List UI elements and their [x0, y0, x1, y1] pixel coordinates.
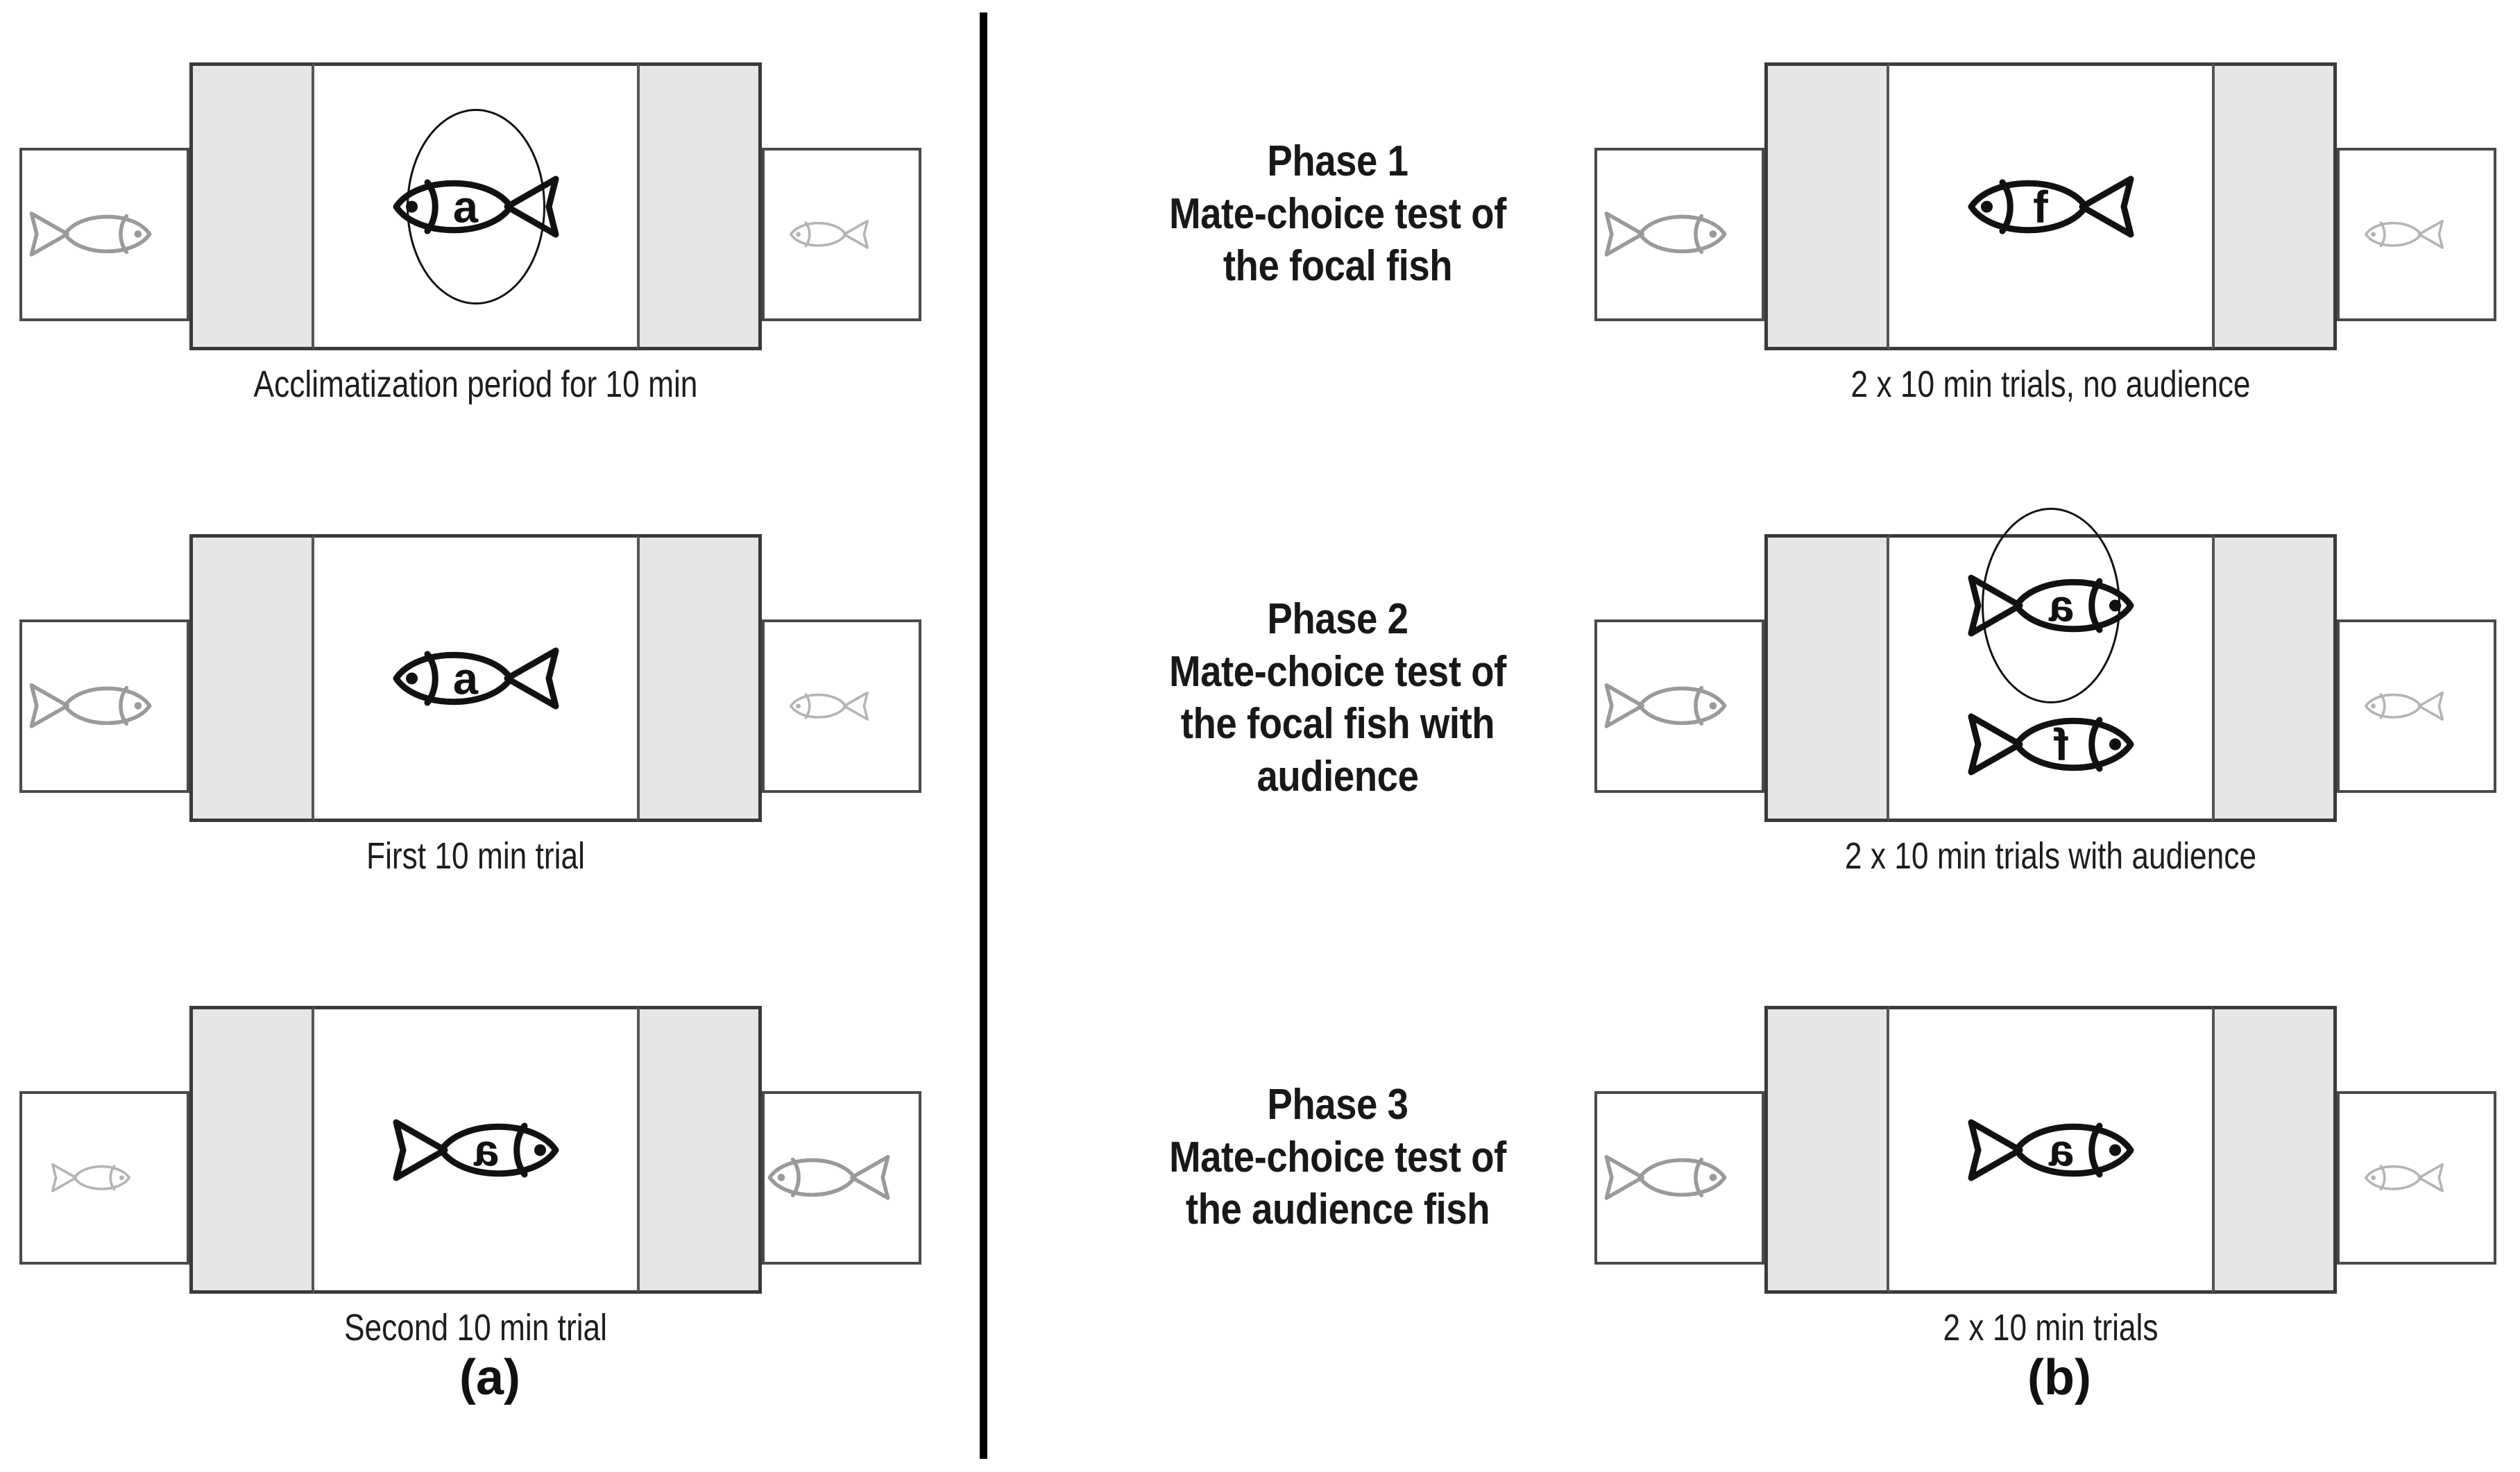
fish-label-a: a: [2048, 1124, 2074, 1175]
fish-glyph: a: [1968, 1119, 2134, 1181]
fish-glyph: [30, 683, 152, 728]
phase-desc-line: the focal fish: [1223, 242, 1453, 291]
left-stimulus-chamber: [19, 619, 189, 793]
partition-left: [1764, 1006, 1889, 1294]
audience-cylinder-circle: [406, 108, 545, 305]
phase-desc-line: Mate-choice test of: [1169, 189, 1506, 238]
right-stimulus-fish: [2362, 686, 2446, 726]
tank-caption: Second 10 min trial: [343, 1307, 608, 1349]
tank-caption: 2 x 10 min trials, no audience: [1850, 363, 2251, 405]
right-stimulus-chamber: [762, 1090, 921, 1265]
partition-left: [189, 62, 314, 350]
center-fish-a: a: [389, 1109, 563, 1192]
right-stimulus-chamber: [2337, 619, 2496, 793]
apparatus-b-row-3: a 2 x 10 min trials: [1594, 982, 2520, 1370]
left-stimulus-chamber: [19, 1090, 189, 1265]
left-stimulus-fish: [49, 1158, 133, 1198]
phase-desc-line: audience: [1257, 752, 1419, 801]
center-fish-a: a: [389, 108, 563, 305]
center-fish-f: f: [1964, 165, 2138, 248]
center-fish-a: a: [389, 637, 563, 720]
fish-glyph: a: [393, 1119, 559, 1181]
partition-right: [637, 534, 762, 822]
tank-caption: 2 x 10 min trials: [1943, 1307, 2159, 1349]
fish-glyph: [2364, 1163, 2444, 1192]
left-stimulus-fish: [1601, 675, 1730, 737]
tank-caption: 2 x 10 min trials with audience: [1844, 835, 2257, 877]
phase-desc-line: Mate-choice test of: [1169, 647, 1506, 696]
fish-glyph: f: [1968, 176, 2134, 237]
fish-glyph: [789, 219, 869, 249]
right-stimulus-fish: [788, 686, 871, 726]
left-stimulus-chamber: [1594, 147, 1764, 321]
fish-glyph: [1605, 683, 1727, 728]
fish-glyph: [2364, 219, 2444, 249]
right-stimulus-chamber: [2337, 1090, 2496, 1265]
panel-divider: [980, 12, 987, 1459]
partition-left: [189, 534, 314, 822]
partition-left: [189, 1006, 314, 1294]
audience-cylinder-circle: [1981, 507, 2120, 703]
panel-letter-b: (b): [2027, 1350, 2091, 1405]
right-stimulus-fish: [788, 214, 871, 255]
phase-desc-line: Mate-choice test of: [1169, 1133, 1506, 1181]
fish-glyph: [30, 212, 152, 257]
fish-glyph: [789, 691, 869, 721]
fish-label-f: f: [2053, 719, 2068, 769]
right-stimulus-chamber: [762, 619, 921, 793]
phase-title: Phase 2: [1267, 595, 1408, 643]
partition-right: [637, 62, 762, 350]
partition-left: [1764, 534, 1889, 822]
panel-letter-a: (a): [459, 1350, 520, 1405]
left-stimulus-fish: [26, 675, 155, 737]
left-stimulus-chamber: [19, 147, 189, 321]
center-fish-a: a: [1964, 1109, 2138, 1192]
center-fish-a: a: [1964, 507, 2138, 703]
right-stimulus-fish: [2362, 1158, 2446, 1198]
apparatus-b-row-1: f 2 x 10 min trials, no audience: [1594, 38, 2520, 427]
fish-glyph: [767, 1155, 890, 1200]
right-stimulus-chamber: [2337, 147, 2496, 321]
right-stimulus-fish: [765, 1147, 893, 1208]
fish-label-f: f: [2033, 181, 2048, 232]
left-stimulus-fish: [26, 203, 155, 265]
right-stimulus-fish: [2362, 214, 2446, 255]
right-stimulus-chamber: [762, 147, 921, 321]
left-stimulus-chamber: [1594, 1090, 1764, 1265]
fish-label-a: a: [452, 653, 478, 703]
phase-title: Phase 1: [1267, 137, 1408, 185]
partition-right: [2212, 62, 2337, 350]
partition-left: [1764, 62, 1889, 350]
phase-title: Phase 3: [1267, 1081, 1408, 1129]
partition-right: [637, 1006, 762, 1294]
fish-glyph: f: [1968, 713, 2134, 775]
phase-desc-line: the audience fish: [1185, 1186, 1490, 1234]
fish-label-a: a: [473, 1124, 499, 1175]
fish-glyph: [2364, 691, 2444, 721]
tank-caption: First 10 min trial: [366, 835, 585, 877]
fish-glyph: [1605, 1155, 1727, 1200]
partition-right: [2212, 534, 2337, 822]
left-stimulus-fish: [1601, 203, 1730, 265]
center-fish-f: f: [1964, 703, 2138, 786]
left-stimulus-chamber: [1594, 619, 1764, 793]
fish-glyph: [1605, 212, 1727, 257]
phase-desc-line: the focal fish with: [1180, 700, 1495, 748]
fish-glyph: a: [393, 647, 559, 709]
tank-caption: Acclimatization period for 10 min: [253, 363, 698, 405]
partition-right: [2212, 1006, 2337, 1294]
fish-glyph: [51, 1163, 130, 1192]
left-stimulus-fish: [1601, 1147, 1730, 1208]
